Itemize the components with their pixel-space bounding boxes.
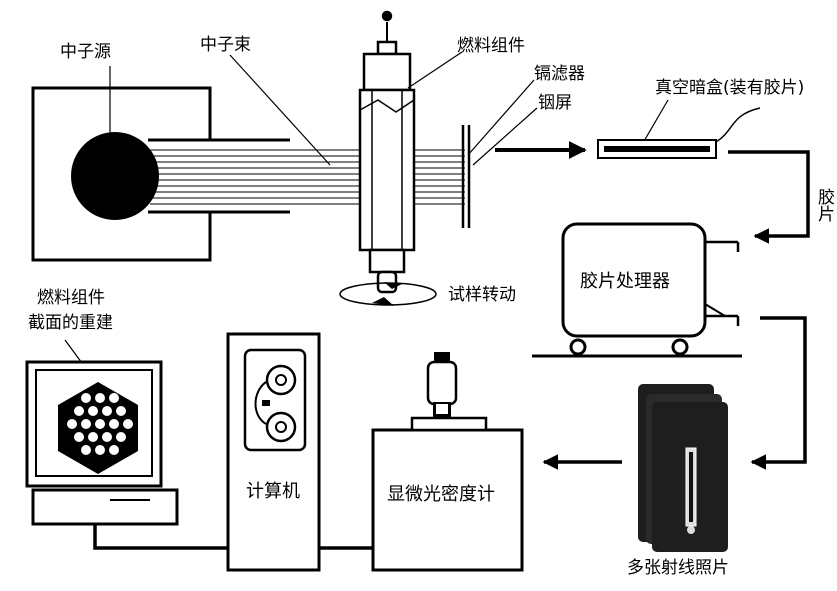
label-indium-screen: 铟屏 — [538, 93, 572, 113]
label-neutron-source: 中子源 — [60, 42, 111, 62]
label-computer: 计算机 — [246, 481, 300, 502]
label-microdensitometer: 显微光密度计 — [387, 484, 495, 505]
fuel-rods — [67, 393, 133, 455]
leader-lines — [64, 51, 669, 379]
rotation-indicator — [339, 282, 437, 306]
fuel-assembly — [358, 10, 416, 294]
film-processor — [532, 222, 742, 358]
label-vacuum-cassette: 真空暗盒(装有胶片) — [655, 78, 805, 98]
cadmium-filter-indium-screen — [461, 125, 471, 228]
vacuum-cassette — [597, 107, 761, 159]
label-film: 胶片 — [814, 188, 834, 222]
label-film-processor: 胶片处理器 — [580, 271, 670, 292]
label-cadmium-filter: 镉滤器 — [534, 64, 585, 84]
neutron-source-core — [71, 132, 159, 220]
film-path-lower — [750, 316, 807, 470]
film-path-upper — [728, 150, 810, 244]
cable-monitor-computer — [93, 520, 228, 550]
label-reconstruction-line1: 燃料组件 — [37, 288, 105, 308]
computer — [226, 332, 321, 572]
microdensitometer — [371, 352, 524, 572]
monitor — [25, 360, 179, 526]
label-fuel-assembly: 燃料组件 — [457, 36, 525, 56]
radiograph-stack — [638, 384, 728, 552]
label-radiographs: 多张射线照片 — [627, 558, 729, 578]
label-reconstruction-line2: 截面的重建 — [28, 313, 113, 333]
label-neutron-beam: 中子束 — [200, 35, 251, 55]
label-sample-rotation: 试样转动 — [448, 285, 516, 305]
